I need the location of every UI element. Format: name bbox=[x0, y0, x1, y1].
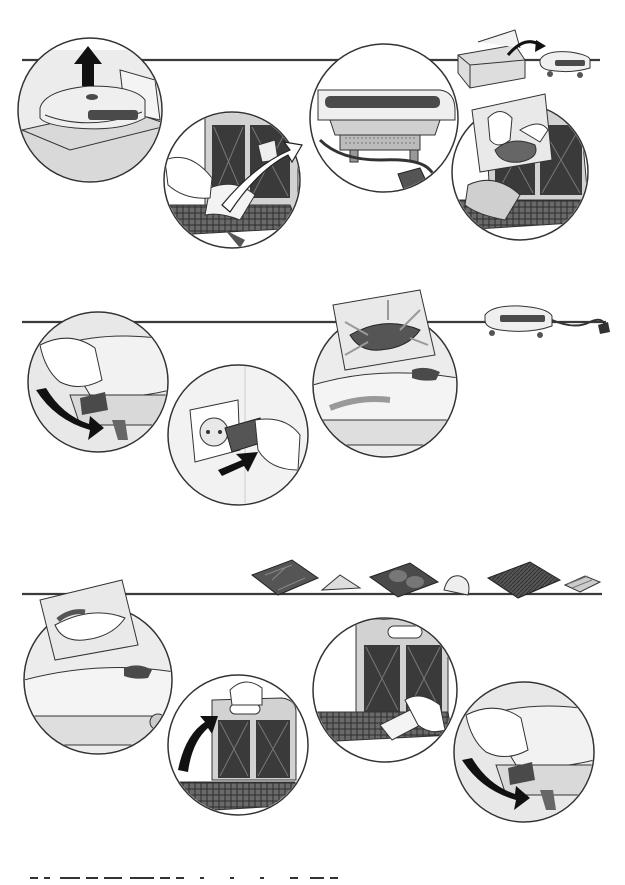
triangle-plate-icon bbox=[252, 560, 360, 595]
appliance-with-cord-icon bbox=[485, 306, 610, 338]
step-7-indicator-circle bbox=[313, 290, 458, 458]
step-3-cord-circle bbox=[310, 44, 458, 192]
shell-plate-icon bbox=[370, 563, 469, 597]
light-off-inset bbox=[40, 580, 138, 660]
plate-types-strip bbox=[252, 560, 600, 598]
step-11-close-lid-circle bbox=[454, 682, 594, 822]
packaged-appliance-icon bbox=[458, 30, 590, 88]
step-5-close-lid-circle bbox=[28, 312, 170, 452]
step-6-plug-in-circle bbox=[168, 365, 308, 505]
step-9-open-lid-circle bbox=[168, 675, 308, 815]
bottle-icon bbox=[488, 112, 512, 146]
section-2 bbox=[22, 290, 610, 505]
step-4-cleaning-circle bbox=[452, 94, 590, 240]
section-1 bbox=[18, 30, 600, 248]
step-8-ready-light-circle bbox=[24, 580, 174, 756]
grill-plate-icon bbox=[488, 562, 600, 598]
cleaning-inset bbox=[472, 94, 552, 172]
step-2-remove-paper-circle bbox=[164, 110, 302, 248]
light-on-inset bbox=[333, 290, 435, 370]
section-3 bbox=[22, 560, 602, 822]
step-10-place-bread-circle bbox=[313, 618, 457, 762]
